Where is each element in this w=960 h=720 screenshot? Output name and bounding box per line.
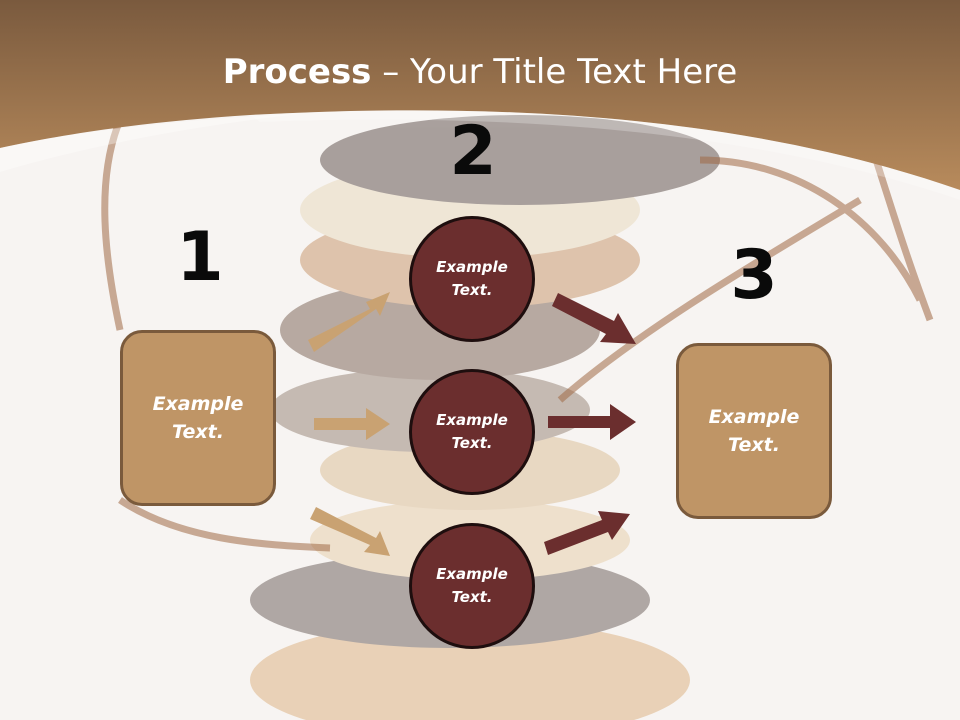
step-2-circle-3: Example Text.	[409, 523, 535, 649]
arrow-right	[314, 408, 390, 440]
step-number-3: 3	[730, 236, 778, 315]
dark-arrows	[544, 293, 636, 555]
step-3-text: Example Text.	[708, 405, 800, 457]
circle-1-text: Example Text.	[436, 257, 508, 299]
title-bold: Process	[222, 52, 372, 92]
title-rest: – Your Title Text Here	[371, 52, 738, 92]
step-1-box: Example Text.	[120, 330, 276, 506]
circle-2-text: Example Text.	[436, 410, 508, 452]
slide-title: Process – Your Title Text Here	[0, 52, 960, 92]
arrow-down-right	[310, 507, 390, 556]
step-1-text: Example Text.	[152, 392, 244, 444]
step-number-2: 2	[449, 112, 497, 191]
tan-arrows	[308, 292, 390, 556]
arrow-to-3-right	[548, 404, 636, 440]
arrow-to-3-down	[552, 293, 636, 344]
arrow-to-3-up	[544, 511, 630, 555]
arrow-up-right	[308, 292, 390, 352]
step-3-box: Example Text.	[676, 343, 832, 519]
circle-3-text: Example Text.	[436, 564, 508, 606]
step-number-1: 1	[176, 218, 224, 297]
step-2-circle-1: Example Text.	[409, 216, 535, 342]
step-2-circle-2: Example Text.	[409, 369, 535, 495]
